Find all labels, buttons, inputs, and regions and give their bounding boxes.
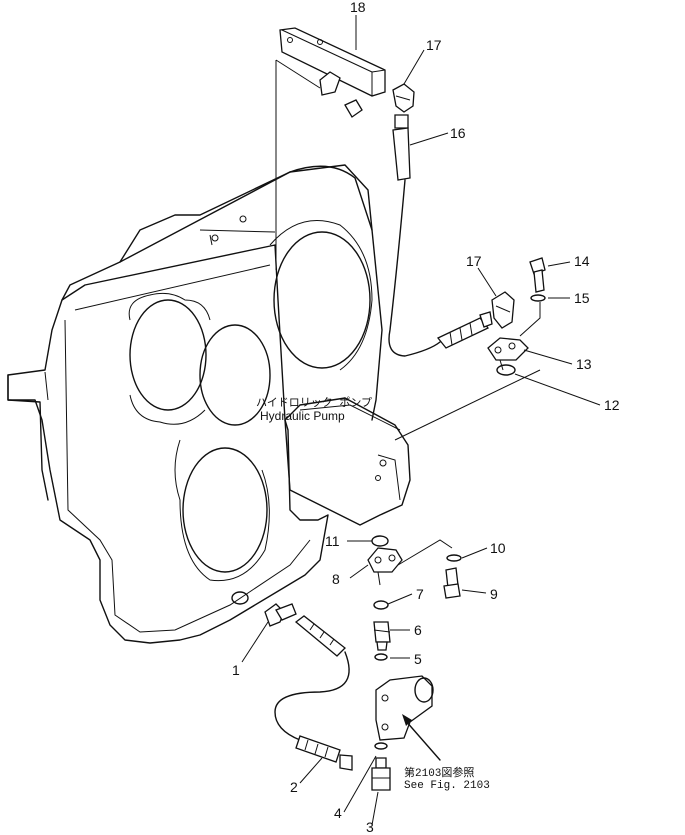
hose-16 — [388, 127, 493, 357]
o-ring-5 — [374, 653, 388, 661]
callout-8: 8 — [332, 571, 340, 587]
hose-2 — [274, 615, 353, 771]
washer-10 — [446, 554, 462, 562]
assembly-line-pump — [394, 369, 541, 441]
leader-see-fig — [404, 719, 441, 761]
callout-7: 7 — [416, 586, 424, 602]
flange-13 — [487, 337, 529, 371]
assembly-line-14 — [519, 302, 541, 337]
callout-15: 15 — [574, 290, 590, 306]
washer-15 — [530, 294, 546, 302]
fitting-1 — [264, 603, 297, 627]
callout-10: 10 — [490, 540, 506, 556]
see-fig-jp: 第2103図参照 — [404, 765, 474, 780]
callout-12: 12 — [604, 397, 620, 413]
see-fig-en: See Fig. 2103 — [404, 780, 490, 792]
elbow-17-top — [392, 83, 415, 129]
bolt-9 — [443, 567, 461, 599]
o-ring-7 — [373, 600, 389, 610]
assembly-line-8 — [397, 539, 453, 566]
callout-13: 13 — [576, 356, 592, 372]
callout-2: 2 — [290, 779, 298, 795]
pump-label-en: Hydraulic Pump — [260, 409, 345, 423]
leader-lines — [241, 15, 601, 826]
o-ring-4 — [374, 742, 388, 750]
callout-3: 3 — [366, 819, 374, 835]
housing-body — [7, 164, 383, 644]
sensor-3 — [371, 757, 391, 791]
valve-body — [375, 675, 434, 741]
hydraulic-pump — [284, 397, 411, 526]
callouts: 18 17 16 17 14 15 13 12 11 10 8 9 7 6 5 … — [232, 0, 620, 835]
callout-17-top: 17 — [426, 37, 442, 53]
o-ring-12 — [496, 364, 516, 376]
callout-9: 9 — [490, 586, 498, 602]
callout-11: 11 — [325, 533, 340, 549]
callout-18: 18 — [350, 0, 366, 15]
callout-4: 4 — [334, 805, 342, 821]
elbow-17-middle — [491, 291, 515, 329]
callout-16: 16 — [450, 125, 466, 141]
o-ring-11 — [371, 535, 389, 547]
callout-6: 6 — [414, 622, 422, 638]
bolt-14 — [529, 257, 546, 293]
connector-6 — [373, 621, 391, 651]
flange-8 — [367, 547, 403, 586]
callout-1: 1 — [232, 662, 240, 678]
callout-5: 5 — [414, 651, 422, 667]
notes: ハイドロリック ポンプ Hydraulic Pump 第2103図参照 See … — [256, 396, 490, 792]
callout-14: 14 — [574, 253, 590, 269]
bracket-18 — [275, 27, 386, 270]
callout-17-middle: 17 — [466, 253, 482, 269]
pump-label-jp: ハイドロリック ポンプ — [256, 396, 372, 410]
